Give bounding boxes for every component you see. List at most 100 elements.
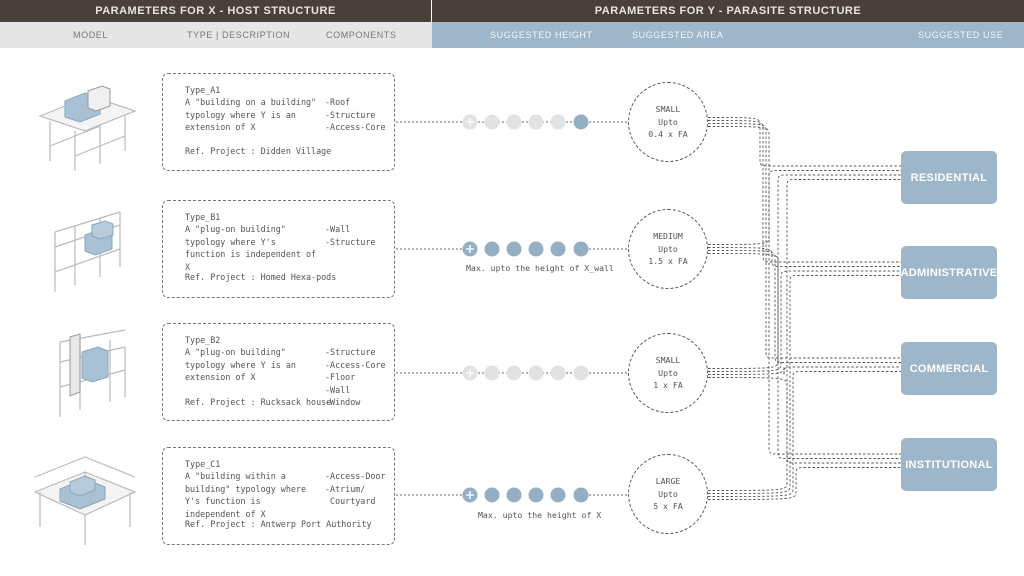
height-dot bbox=[550, 241, 566, 257]
components-list: -Wall -Structure bbox=[325, 223, 375, 248]
component-item: -Structure bbox=[325, 109, 376, 120]
height-dot bbox=[528, 487, 544, 503]
area-upto: Upto bbox=[658, 367, 678, 378]
area-size: SMALL bbox=[655, 104, 681, 115]
type-name: Type_B2 bbox=[185, 335, 221, 345]
area-factor: 1 x FA bbox=[653, 380, 683, 391]
column-suggested-area: SUGGESTED AREA bbox=[632, 30, 724, 40]
column-components: COMPONENTS bbox=[326, 30, 397, 40]
height-dot bbox=[573, 241, 589, 257]
column-model: MODEL bbox=[73, 30, 109, 40]
height-dot bbox=[484, 487, 500, 503]
height-dot bbox=[506, 487, 522, 503]
parasite-structure-header: PARAMETERS FOR Y - PARASITE STRUCTURE bbox=[432, 0, 1024, 22]
component-item: -Wall bbox=[325, 384, 351, 395]
height-dot bbox=[528, 114, 544, 130]
model-type-b1-illustration bbox=[54, 211, 121, 292]
height-note-b1: Max. upto the height of X_wall bbox=[466, 263, 614, 273]
height-dot bbox=[506, 241, 522, 257]
use-connector bbox=[707, 371, 901, 497]
use-connector bbox=[707, 275, 901, 494]
height-dot bbox=[528, 241, 544, 257]
area-size: MEDIUM bbox=[653, 231, 683, 242]
height-dot bbox=[506, 365, 522, 381]
use-connector bbox=[707, 179, 901, 491]
column-type-description: TYPE | DESCRIPTION bbox=[187, 30, 291, 40]
use-connector bbox=[707, 366, 901, 376]
area-factor: 0.4 x FA bbox=[648, 129, 688, 140]
height-dot bbox=[573, 365, 589, 381]
area-upto: Upto bbox=[658, 116, 678, 127]
component-item: -Window bbox=[325, 397, 361, 407]
type-description: A "building on a building" typology wher… bbox=[185, 97, 317, 132]
height-dot bbox=[528, 365, 544, 381]
use-connector bbox=[707, 117, 901, 167]
reference-project: Ref. Project : Homed Hexa-pods bbox=[185, 272, 337, 282]
components-list: -Access-Door -Atrium/ Courtyard bbox=[325, 470, 386, 508]
component-item: -Access-Door bbox=[325, 471, 386, 481]
type-b1-card: Type_B1 A "plug-on building" typology wh… bbox=[162, 200, 395, 298]
component-item: -Atrium/ bbox=[325, 483, 366, 494]
type-name: Type_C1 bbox=[185, 459, 221, 469]
component-item: -Floor bbox=[325, 372, 356, 382]
reference-project: Ref. Project : Rucksack house bbox=[185, 397, 332, 407]
use-institutional: INSTITUTIONAL bbox=[901, 438, 997, 491]
use-residential: RESIDENTIAL bbox=[901, 151, 997, 204]
use-connector bbox=[707, 120, 901, 263]
component-item: -Roof bbox=[325, 97, 351, 107]
use-connector bbox=[707, 174, 901, 369]
area-upto: Upto bbox=[658, 243, 678, 254]
reference-project: Ref. Project : Didden Village bbox=[185, 146, 332, 156]
use-connector bbox=[707, 170, 901, 245]
type-description: A "plug-on building" typology where Y is… bbox=[185, 347, 296, 382]
use-connector bbox=[707, 123, 901, 359]
type-a1-card: Type_A1 A "building on a building" typol… bbox=[162, 73, 395, 171]
area-size: LARGE bbox=[655, 476, 681, 487]
type-b2-card: Type_B2 A "plug-on building" typology wh… bbox=[162, 323, 395, 421]
height-dot bbox=[484, 365, 500, 381]
type-c1-card: Type_C1 A "building within a building" t… bbox=[162, 447, 395, 545]
area-circle-b2: SMALL Upto 1 x FA bbox=[628, 333, 708, 413]
use-connector bbox=[707, 253, 901, 459]
use-connector bbox=[707, 377, 901, 464]
use-connector bbox=[707, 467, 901, 500]
height-dot bbox=[484, 114, 500, 130]
height-note-c1: Max. upto the height of X bbox=[478, 510, 602, 520]
area-circle-c1: LARGE Upto 5 x FA bbox=[628, 454, 708, 534]
host-columns-bar: MODEL TYPE | DESCRIPTION COMPONENTS bbox=[0, 22, 432, 48]
model-type-b2-illustration bbox=[59, 329, 126, 417]
use-connector bbox=[707, 270, 901, 372]
height-dot bbox=[573, 114, 589, 130]
parasite-columns-bar: SUGGESTED HEIGHT SUGGESTED AREA SUGGESTE… bbox=[432, 22, 1024, 48]
component-item: -Wall bbox=[325, 224, 351, 234]
area-factor: 1.5 x FA bbox=[648, 256, 688, 267]
host-structure-header: PARAMETERS FOR X - HOST STRUCTURE bbox=[0, 0, 431, 22]
type-name: Type_A1 bbox=[185, 85, 221, 95]
components-list: -Structure -Access-Core -Floor -Wall -Wi… bbox=[325, 346, 386, 409]
area-upto: Upto bbox=[658, 488, 678, 499]
area-circle-b1: MEDIUM Upto 1.5 x FA bbox=[628, 209, 708, 289]
height-dot bbox=[506, 114, 522, 130]
height-dot bbox=[573, 487, 589, 503]
column-suggested-height: SUGGESTED HEIGHT bbox=[490, 30, 593, 40]
use-commercial: COMMERCIAL bbox=[901, 342, 997, 395]
type-name: Type_B1 bbox=[185, 212, 221, 222]
column-suggested-use: SUGGESTED USE bbox=[918, 30, 1004, 40]
component-item: -Structure bbox=[325, 236, 376, 247]
area-circle-a1: SMALL Upto 0.4 x FA bbox=[628, 82, 708, 162]
area-factor: 5 x FA bbox=[653, 501, 683, 512]
type-description: A "building within a building" typology … bbox=[185, 471, 307, 519]
area-size: SMALL bbox=[655, 355, 681, 366]
component-item: -Structure bbox=[325, 347, 376, 357]
use-connector bbox=[707, 126, 901, 455]
components-list: -Roof -Structure -Access-Core bbox=[325, 96, 386, 134]
height-dot bbox=[550, 114, 566, 130]
component-item: -Access-Core bbox=[325, 359, 386, 370]
type-description: A "plug-on building" typology where Y's … bbox=[185, 224, 317, 272]
component-item: -Access-Core bbox=[325, 122, 386, 132]
component-item: Courtyard bbox=[325, 496, 376, 506]
model-type-a1-illustration bbox=[38, 85, 137, 171]
height-dot bbox=[550, 487, 566, 503]
height-dot bbox=[484, 241, 500, 257]
